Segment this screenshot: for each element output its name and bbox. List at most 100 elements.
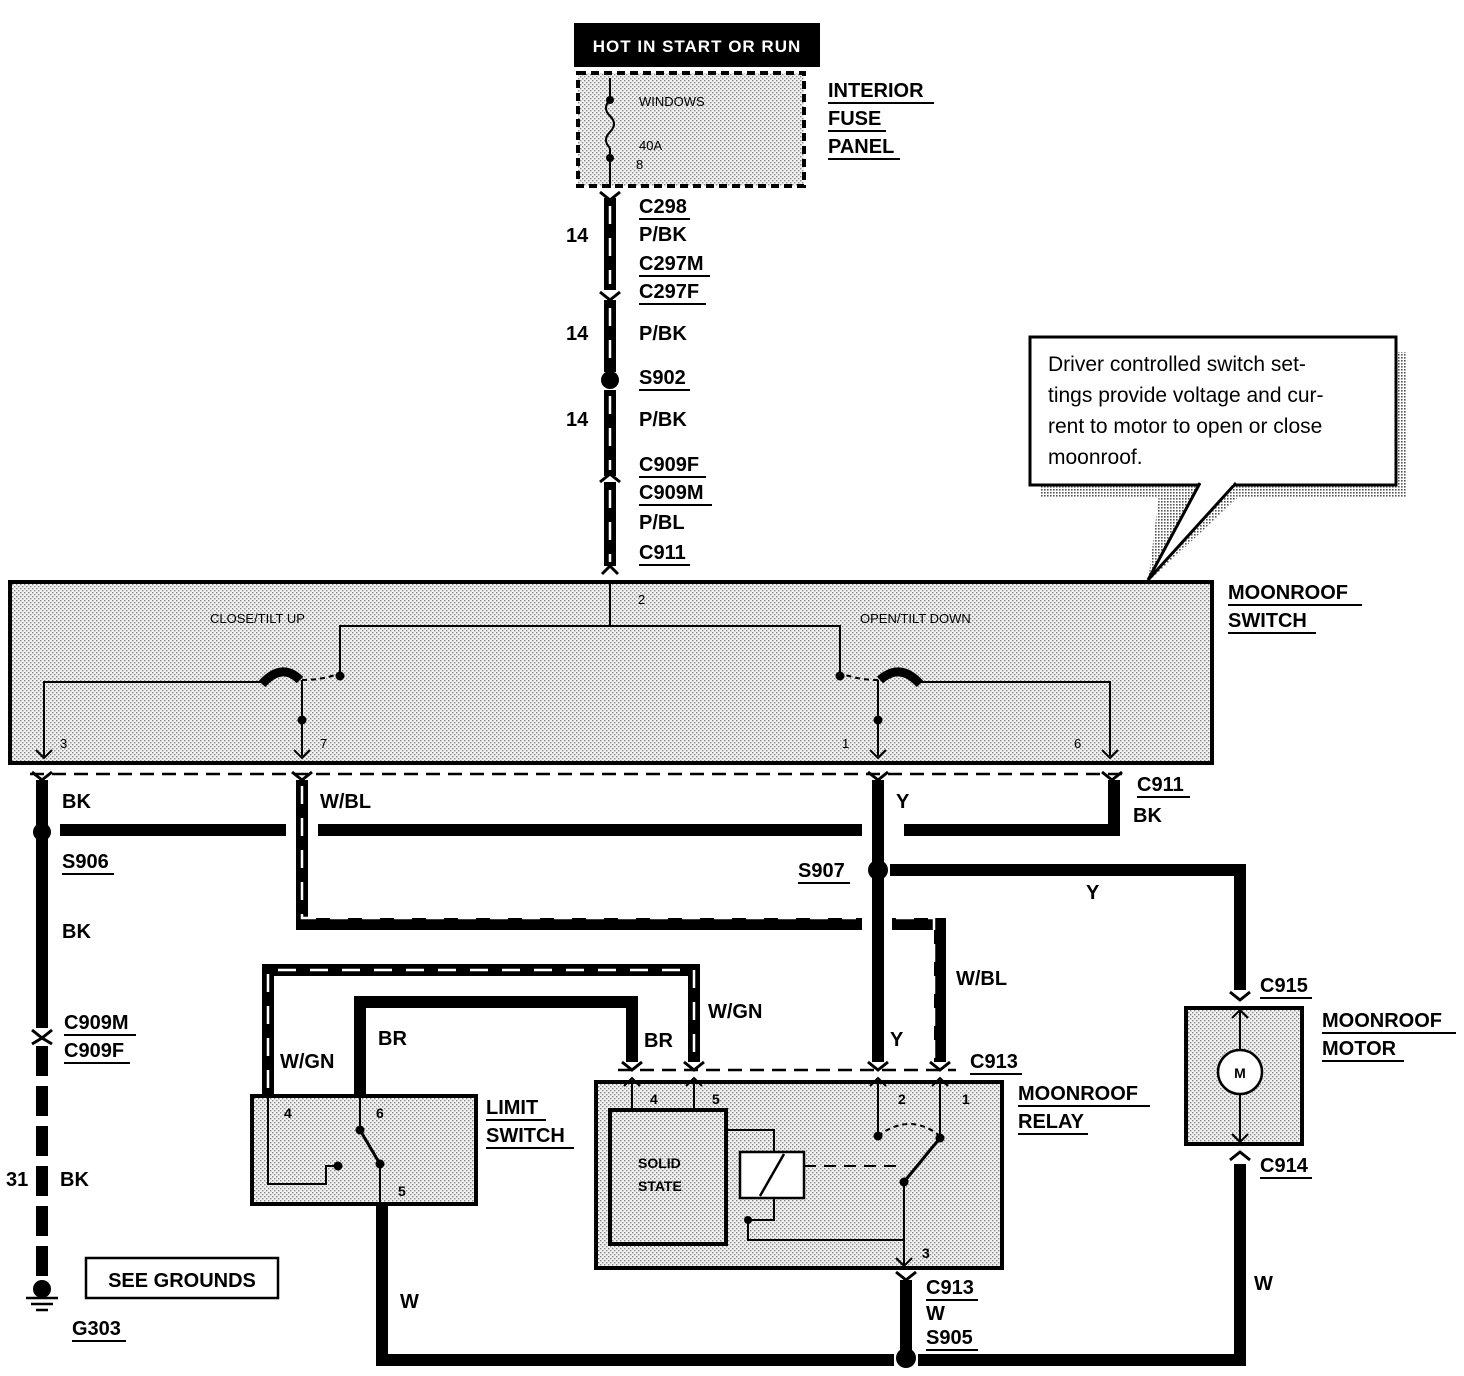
callout-line-3: rent to motor to open or close bbox=[1048, 415, 1322, 438]
connector-c909f-lower: C909F bbox=[64, 1040, 124, 1062]
callout-box bbox=[1028, 335, 1398, 487]
connector-c913-bottom: C913 bbox=[926, 1277, 974, 1299]
connector-c914: C914 bbox=[1260, 1155, 1309, 1177]
wire-w-bl-relay-label: W/BL bbox=[956, 968, 1007, 990]
relay-pin-4: 4 bbox=[650, 1091, 658, 1107]
power-source-banner bbox=[574, 23, 820, 67]
solid-state-line-1: SOLID bbox=[638, 1155, 681, 1171]
switch-pin-7: 7 bbox=[320, 736, 327, 751]
wire-bk-3: BK bbox=[60, 1169, 89, 1191]
close-tilt-up-label: CLOSE/TILT UP bbox=[210, 611, 305, 626]
limit-pin-5: 5 bbox=[398, 1183, 406, 1199]
ground-g303: G303 bbox=[72, 1318, 121, 1340]
fuse-panel-name-1: INTERIOR bbox=[828, 80, 924, 102]
splice-s902 bbox=[601, 371, 619, 389]
wire-br bbox=[354, 996, 638, 1094]
see-grounds-label: SEE GROUNDS bbox=[108, 1270, 256, 1292]
relay-pin-5: 5 bbox=[712, 1091, 720, 1107]
power-source-label: HOT IN START OR RUN bbox=[593, 37, 802, 56]
ground-gauge: 31 bbox=[6, 1169, 28, 1191]
moonroof-switch-name-2: SWITCH bbox=[1228, 610, 1307, 632]
wire-w-relay: W bbox=[926, 1303, 945, 1325]
connector-c911-bottom: C911 bbox=[1137, 774, 1184, 796]
limit-switch-name-2: SWITCH bbox=[486, 1125, 565, 1147]
connector-c297m: C297M bbox=[639, 253, 703, 275]
callout-line-1: Driver controlled switch set- bbox=[1048, 353, 1306, 376]
wire-w-limit bbox=[376, 1206, 894, 1366]
callout-line-4: moonroof. bbox=[1048, 446, 1143, 469]
relay-contact-blade bbox=[902, 1137, 942, 1183]
wire-br-label-1: BR bbox=[378, 1028, 407, 1050]
splice-s907 bbox=[868, 860, 888, 880]
wire-bk-c911: BK bbox=[1133, 805, 1162, 827]
interior-fuse-panel bbox=[576, 71, 806, 188]
connector-c909f: C909F bbox=[639, 454, 699, 476]
fuse-panel-name-2: FUSE bbox=[828, 108, 881, 130]
limit-pin-6: 6 bbox=[376, 1105, 384, 1121]
splice-s905 bbox=[896, 1348, 916, 1368]
feed-wire-4-color: P/BL bbox=[639, 512, 685, 534]
switch-pin-3: 3 bbox=[60, 736, 67, 751]
callout-line-2: tings provide voltage and cur- bbox=[1048, 384, 1324, 407]
relay-pin-3: 3 bbox=[922, 1245, 930, 1261]
feed-wire-2-color: P/BK bbox=[639, 323, 687, 345]
connector-c909m-lower: C909M bbox=[64, 1012, 128, 1034]
fuse-rating: 40A bbox=[639, 138, 662, 153]
motor-symbol bbox=[1216, 1048, 1264, 1096]
close-switch-contact bbox=[258, 667, 304, 688]
fuse-number: 8 bbox=[636, 157, 643, 172]
splice-s902-label: S902 bbox=[639, 367, 686, 389]
fuse-name: WINDOWS bbox=[639, 94, 705, 109]
feed-gauge-2: 14 bbox=[566, 323, 589, 345]
relay-name-2: RELAY bbox=[1018, 1111, 1085, 1133]
wire-w-bl-label: W/BL bbox=[320, 791, 371, 813]
motor-name-2: MOTOR bbox=[1322, 1038, 1397, 1060]
wire-y-label-2: Y bbox=[1086, 882, 1100, 904]
wire-y-label-3: Y bbox=[890, 1029, 904, 1051]
limit-switch bbox=[250, 1094, 478, 1206]
limit-switch-blade bbox=[358, 1129, 382, 1165]
connector-c298: C298 bbox=[639, 196, 687, 218]
wire-w-label-2: W bbox=[1254, 1273, 1273, 1295]
motor-symbol-label: M bbox=[1234, 1065, 1246, 1081]
connector-c909m: C909M bbox=[639, 482, 703, 504]
splice-s905-label: S905 bbox=[926, 1327, 973, 1349]
motor-name-1: MOONROOF bbox=[1322, 1010, 1442, 1032]
feed-wire-3-color: P/BK bbox=[639, 409, 687, 431]
switch-pin-1: 1 bbox=[842, 736, 849, 751]
wire-w-label-1: W bbox=[400, 1291, 419, 1313]
limit-switch-name-1: LIMIT bbox=[486, 1097, 538, 1119]
splice-s906-label: S906 bbox=[62, 851, 109, 873]
feed-gauge-1: 14 bbox=[566, 225, 589, 247]
moonroof-switch-name-1: MOONROOF bbox=[1228, 582, 1348, 604]
switch-pin-6: 6 bbox=[1074, 736, 1081, 751]
wire-br-label-2: BR bbox=[644, 1030, 673, 1052]
fuse-panel-name-3: PANEL bbox=[828, 136, 894, 158]
wire-bk-1: BK bbox=[62, 791, 91, 813]
relay-pin-1: 1 bbox=[962, 1091, 970, 1107]
open-tilt-down-label: OPEN/TILT DOWN bbox=[860, 611, 971, 626]
connector-c915: C915 bbox=[1260, 975, 1308, 997]
splice-s907-label: S907 bbox=[798, 860, 845, 882]
connector-c909-symbol bbox=[599, 472, 621, 484]
feed-wire-1-color: P/BK bbox=[639, 224, 687, 246]
open-switch-contact bbox=[876, 667, 924, 688]
wire-y-motor bbox=[890, 864, 1246, 990]
switch-pin-2: 2 bbox=[638, 592, 645, 607]
see-grounds-button[interactable] bbox=[84, 1256, 280, 1300]
wire-w-gn-label-2: W/GN bbox=[280, 1051, 334, 1073]
solid-state-line-2: STATE bbox=[638, 1178, 682, 1194]
relay-name-1: MOONROOF bbox=[1018, 1083, 1138, 1105]
wire-bk-2: BK bbox=[62, 921, 91, 943]
connector-c913-top: C913 bbox=[970, 1051, 1018, 1073]
fuse-symbol bbox=[605, 99, 615, 149]
wire-w-gn-label-1: W/GN bbox=[708, 1001, 762, 1023]
limit-pin-4: 4 bbox=[284, 1105, 292, 1121]
wire-bk-cross bbox=[904, 780, 1120, 836]
feed-gauge-3: 14 bbox=[566, 409, 589, 431]
connector-c911-top: C911 bbox=[639, 542, 686, 564]
splice-s906 bbox=[33, 823, 51, 841]
connector-c297f: C297F bbox=[639, 281, 699, 303]
wire-y-label-1: Y bbox=[896, 791, 910, 813]
